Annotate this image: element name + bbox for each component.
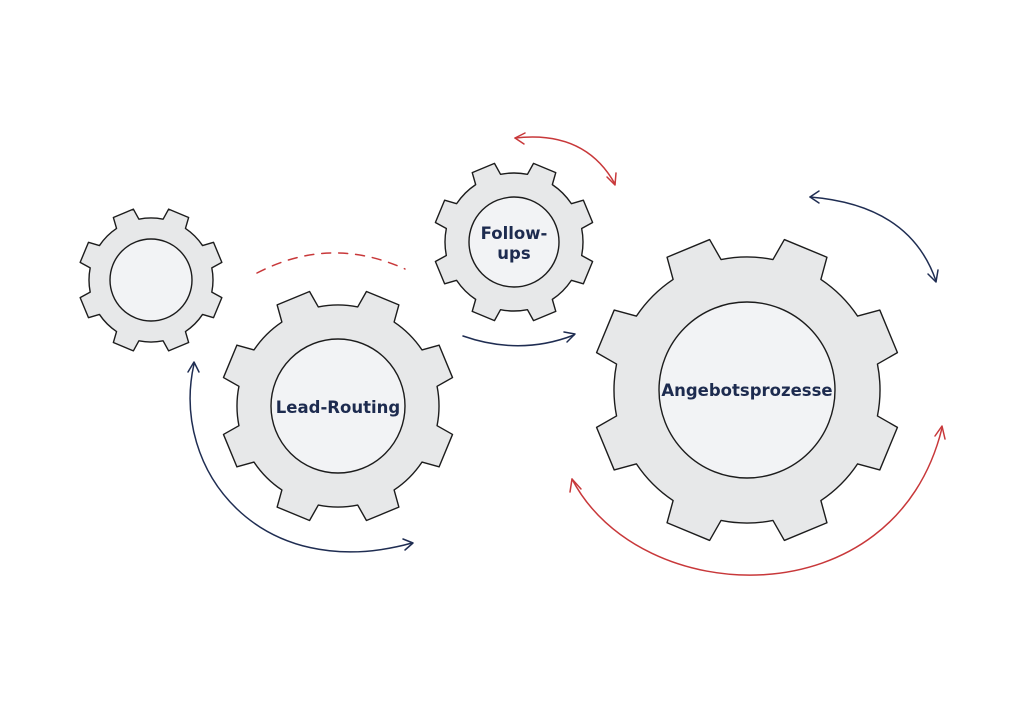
arrow-follow-ups-top-head-left [514,132,526,145]
arrow-follow-ups-top-head-right [606,172,617,186]
gear-lead-routing: Lead-Routing [222,290,454,522]
arrow-angebot-bottom-head-right [934,425,946,440]
gear-angebotsprozesse-hub [658,301,836,479]
arrow-angebot-top-right-head-bottom [927,269,939,283]
arrow-lead-routing-head-top [187,361,200,373]
gear-follow-ups: Follow- ups [434,162,594,322]
gear-follow-ups-hub [468,196,560,288]
arrow-angebot-top-right [809,196,937,282]
arrow-follow-ups-bottom-head [563,331,576,343]
arrow-lead-routing-cycle [189,363,413,553]
dashed-red-arc [256,252,406,274]
arrow-follow-ups-top [514,136,616,185]
gear-small-hub [109,238,193,322]
gear-angebotsprozesse: Angebotsprozesse [595,238,899,542]
arrow-follow-ups-bottom [462,334,575,347]
arrow-angebot-bottom-head-left [569,478,582,493]
gear-follow-ups-label-line-2: ups [497,244,531,263]
arrow-angebot-top-right-head-left [809,190,820,204]
arrow-lead-routing-head-bottom [402,538,414,551]
arrow-angebot-bottom [571,427,943,576]
gear-angebotsprozesse-label: Angebotsprozesse [661,381,832,400]
gear-small [79,208,223,352]
gear-follow-ups-label-line-1: Follow- [481,224,548,243]
gear-lead-routing-label: Lead-Routing [276,398,400,417]
gear-lead-routing-hub [270,338,406,474]
